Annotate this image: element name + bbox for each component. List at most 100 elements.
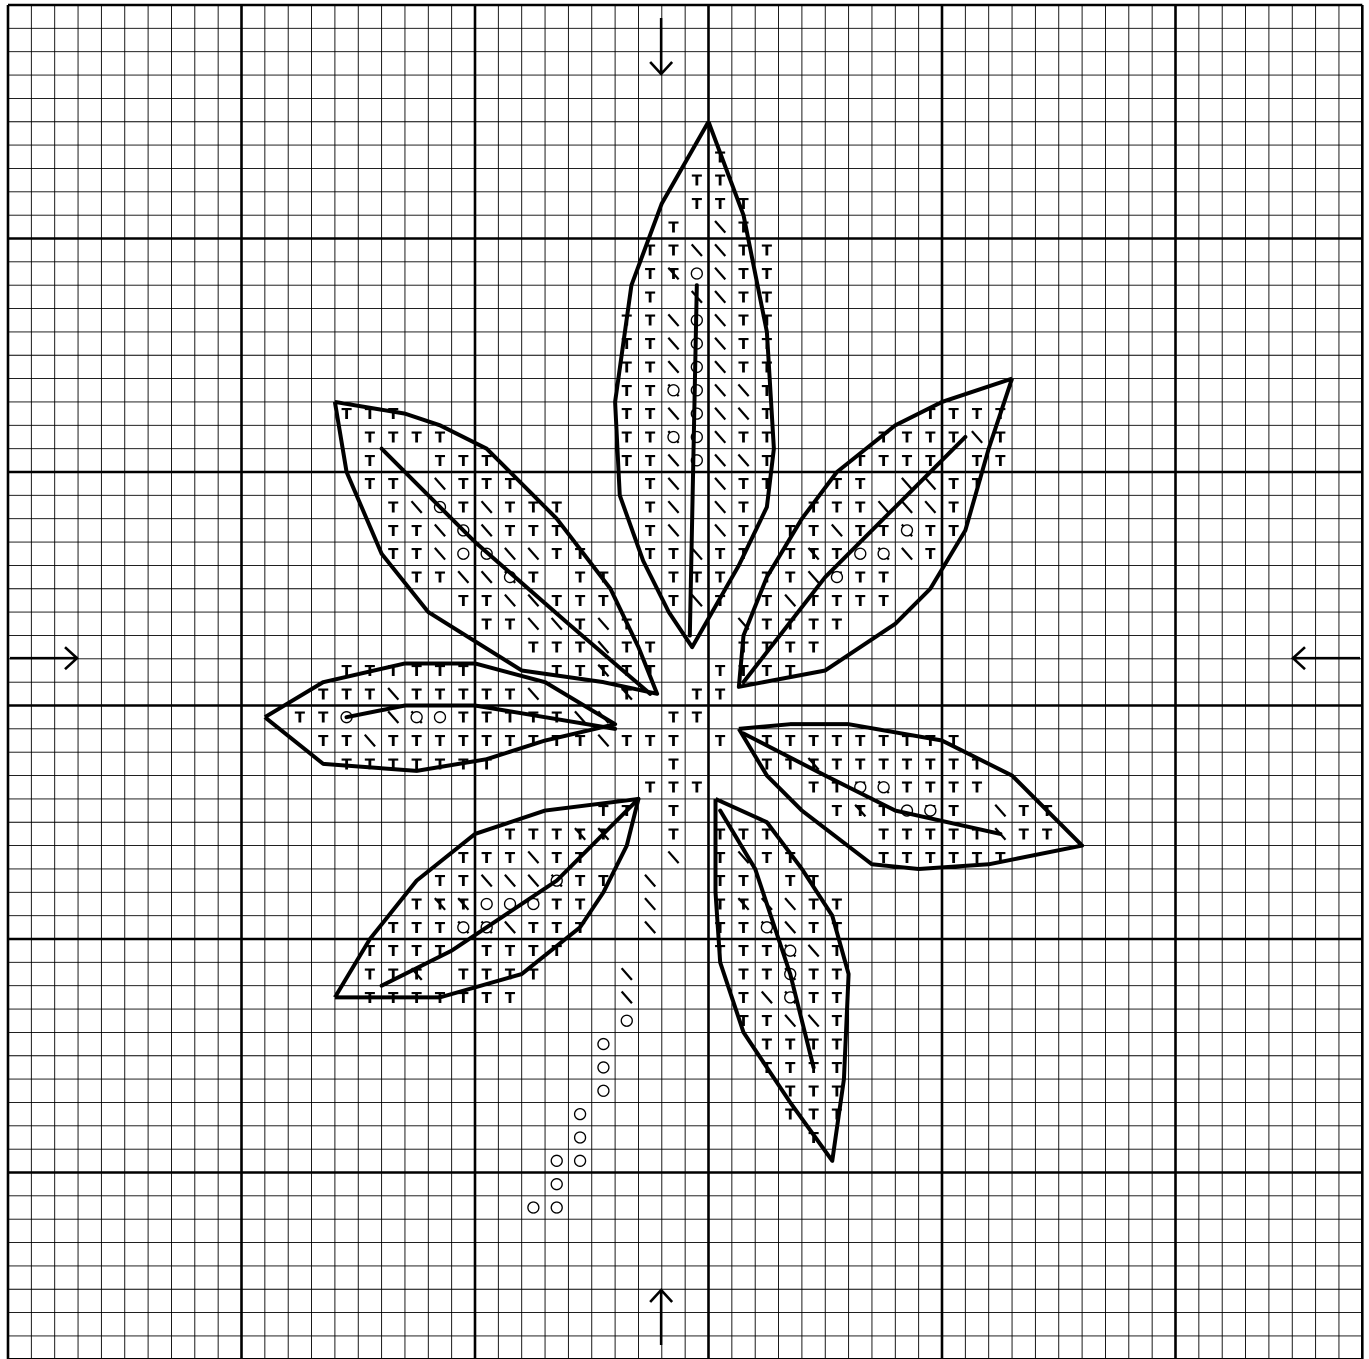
stitch-circle-symbol — [575, 1155, 586, 1166]
stitch-t-symbol: T — [668, 825, 679, 843]
stitch-diagonal-symbol — [902, 478, 912, 490]
stitch-t-symbol: T — [902, 825, 913, 843]
stitch-t-symbol: T — [715, 569, 726, 587]
stitch-t-symbol: T — [949, 825, 960, 843]
stitch-t-symbol: T — [738, 265, 749, 283]
stitch-t-symbol: T — [692, 195, 703, 213]
stitch-t-symbol: T — [365, 966, 376, 984]
stitch-t-symbol: T — [762, 592, 773, 610]
stitch-t-symbol: T — [458, 709, 469, 727]
arrow-bottom — [650, 1290, 672, 1345]
stitch-t-symbol: T — [575, 895, 586, 913]
stitch-diagonal-symbol — [528, 851, 538, 863]
stitch-diagonal-symbol — [715, 338, 725, 350]
stitch-t-symbol: T — [762, 849, 773, 867]
stitch-diagonal-symbol — [435, 525, 445, 537]
stitch-diagonal-symbol — [785, 921, 795, 933]
stitch-circle-symbol — [411, 712, 422, 723]
stitch-t-symbol: T — [738, 475, 749, 493]
stitch-t-symbol: T — [505, 615, 516, 633]
stitch-diagonal-symbol — [785, 1015, 795, 1027]
stitch-t-symbol: T — [341, 405, 352, 423]
stitch-t-symbol: T — [645, 452, 656, 470]
stitch-t-symbol: T — [645, 265, 656, 283]
stitch-circle-symbol — [668, 431, 679, 442]
stitch-circle-symbol — [831, 572, 842, 583]
stitch-t-symbol: T — [692, 779, 703, 797]
stitch-t-symbol: T — [552, 639, 563, 657]
stitch-circle-symbol — [668, 385, 679, 396]
stitch-t-symbol: T — [949, 802, 960, 820]
stitch-t-symbol: T — [412, 732, 423, 750]
stitch-t-symbol: T — [645, 405, 656, 423]
stitch-t-symbol: T — [738, 989, 749, 1007]
upper-left-leaf-vein — [382, 449, 651, 694]
stitch-diagonal-symbol — [715, 244, 725, 256]
stitch-t-symbol: T — [645, 522, 656, 540]
stitch-t-symbol: T — [879, 755, 890, 773]
stitch-t-symbol: T — [692, 685, 703, 703]
stitch-circle-symbol — [761, 922, 772, 933]
stitch-t-symbol: T — [832, 755, 843, 773]
stitch-t-symbol: T — [645, 779, 656, 797]
stitch-t-symbol: T — [412, 428, 423, 446]
stitch-t-symbol: T — [482, 849, 493, 867]
stitch-t-symbol: T — [738, 428, 749, 446]
stitch-t-symbol: T — [412, 685, 423, 703]
stitch-t-symbol: T — [645, 358, 656, 376]
stitch-circle-symbol — [925, 805, 936, 816]
stitch-t-symbol: T — [365, 755, 376, 773]
stitch-circle-symbol — [855, 548, 866, 559]
stitch-t-symbol: T — [598, 592, 609, 610]
stitch-t-symbol: T — [902, 755, 913, 773]
stitch-t-symbol: T — [622, 382, 633, 400]
stitch-t-symbol: T — [1019, 825, 1030, 843]
stitch-diagonal-symbol — [715, 361, 725, 373]
stitch-t-symbol: T — [855, 475, 866, 493]
stitch-circle-symbol — [528, 1202, 539, 1213]
stitch-t-symbol: T — [645, 475, 656, 493]
stitch-t-symbol: T — [622, 428, 633, 446]
stitch-t-symbol: T — [365, 685, 376, 703]
stitch-t-symbol: T — [808, 522, 819, 540]
stitch-diagonal-symbol — [645, 875, 655, 887]
stitch-t-symbol: T — [505, 499, 516, 517]
stitch-t-symbol: T — [412, 522, 423, 540]
stitch-diagonal-symbol — [808, 571, 818, 583]
stitch-t-symbol: T — [785, 1036, 796, 1054]
stitch-t-symbol: T — [435, 872, 446, 890]
stitch-t-symbol: T — [995, 428, 1006, 446]
stitch-t-symbol: T — [855, 592, 866, 610]
stitch-t-symbol: T — [528, 522, 539, 540]
stitch-t-symbol: T — [552, 732, 563, 750]
stitch-diagonal-symbol — [598, 618, 608, 630]
stitch-t-symbol: T — [668, 755, 679, 773]
stitch-t-symbol: T — [832, 895, 843, 913]
stitch-diagonal-symbol — [645, 898, 655, 910]
minor-grid-lines — [8, 5, 1362, 1359]
stitch-circle-symbol — [598, 1085, 609, 1096]
stitch-t-symbol: T — [458, 592, 469, 610]
stitch-t-symbol: T — [318, 709, 329, 727]
upper-left-leaf-outline — [335, 402, 657, 694]
stitch-t-symbol: T — [505, 685, 516, 703]
stitch-t-symbol: T — [715, 732, 726, 750]
stitch-diagonal-symbol — [528, 618, 538, 630]
stitch-t-symbol: T — [668, 592, 679, 610]
stitch-t-symbol: T — [388, 942, 399, 960]
stitch-diagonal-symbol — [668, 525, 678, 537]
stitch-t-symbol: T — [575, 639, 586, 657]
stitch-t-symbol: T — [879, 569, 890, 587]
stitch-circle-symbol — [621, 1015, 632, 1026]
stitch-t-symbol: T — [295, 709, 306, 727]
stitch-diagonal-symbol — [365, 735, 375, 747]
stitch-diagonal-symbol — [668, 314, 678, 326]
stitch-t-symbol: T — [808, 639, 819, 657]
stitch-t-symbol: T — [412, 545, 423, 563]
stitch-circle-symbol — [551, 1155, 562, 1166]
stitch-t-symbol: T — [645, 639, 656, 657]
stitch-diagonal-symbol — [902, 548, 912, 560]
stitch-t-symbol: T — [318, 685, 329, 703]
stitch-diagonal-symbol — [715, 478, 725, 490]
stitch-t-symbol: T — [435, 569, 446, 587]
